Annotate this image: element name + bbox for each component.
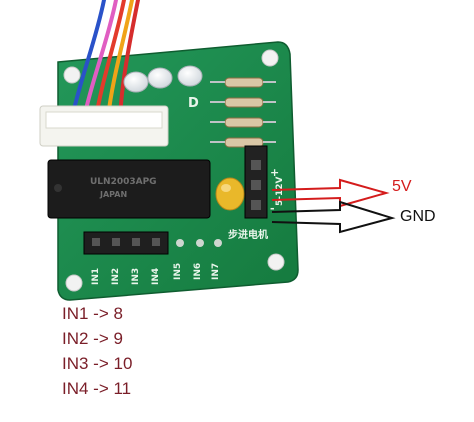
pin-map-in2: IN2 -> 9 [62,329,123,348]
power-minus-label: - [270,202,275,215]
gnd-label: GND [400,208,436,225]
pin-map-in4: IN4 -> 11 [62,379,132,398]
input-labels: IN1 IN2 IN3 IN4 IN5 IN6 IN7 [91,263,221,285]
input-label-in4: IN4 [151,268,161,285]
input-label-in6: IN6 [193,263,203,280]
input-label-in2: IN2 [111,268,121,285]
pin-map-in3: IN3 -> 10 [62,354,133,373]
input-label-in1: IN1 [91,268,101,285]
indicator-leds [123,65,203,93]
pin-map-in1: IN1 -> 8 [62,304,123,323]
input-label-in7: IN7 [211,263,221,280]
mounting-hole [267,253,285,271]
gnd-arrow [271,200,396,234]
mounting-hole [261,49,279,67]
vcc-arrow [271,178,390,208]
capacitor [215,177,245,211]
led-label: D [188,96,199,111]
uln2003-chip: ULN2003APG JAPAN [47,159,211,219]
input-header [83,231,222,255]
stepper-connector [39,105,169,147]
chip-text-line-2: JAPAN [99,190,127,199]
chip-text-line-1: ULN2003APG [90,177,157,187]
power-plus-label: + [270,166,279,179]
vcc-label: 5V [392,178,412,195]
input-label-in3: IN3 [131,268,141,285]
power-voltage-label: 5-12V [275,176,285,206]
power-header [244,145,268,219]
mounting-hole [63,66,81,84]
chinese-label: 步进电机 [228,228,268,241]
mounting-hole [65,274,83,292]
input-label-in5: IN5 [173,263,183,280]
resistor-array [210,77,276,148]
